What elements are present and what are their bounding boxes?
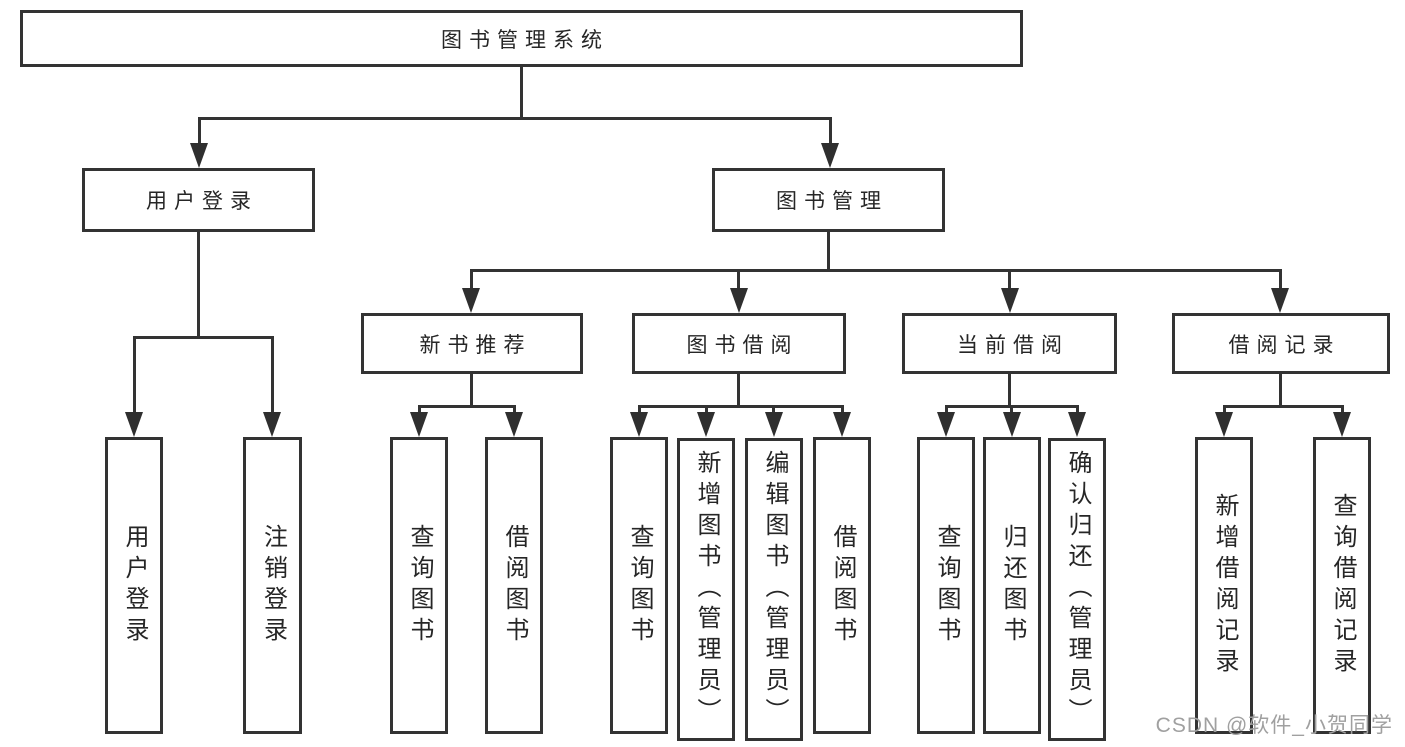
node-borrow-records: 借阅记录 bbox=[1172, 313, 1390, 374]
connector-line bbox=[1010, 405, 1013, 415]
connector-line bbox=[198, 117, 201, 145]
arrow-down-icon bbox=[1215, 412, 1233, 437]
leaf-label: 查询图书 bbox=[406, 523, 433, 648]
connector-line bbox=[737, 269, 740, 291]
connector-line bbox=[705, 405, 708, 415]
arrow-down-icon bbox=[1271, 288, 1289, 313]
connector-line bbox=[133, 336, 136, 414]
leaf-label: 归还图书 bbox=[999, 523, 1026, 648]
connector-line bbox=[513, 405, 516, 415]
arrow-down-icon bbox=[937, 412, 955, 437]
leaf-add-borrow-record: 新增借阅记录 bbox=[1195, 437, 1253, 734]
connector-line bbox=[827, 232, 830, 271]
connector-line bbox=[1279, 269, 1282, 291]
leaf-query-borrow-record: 查询借阅记录 bbox=[1313, 437, 1371, 734]
connector-line bbox=[418, 405, 421, 415]
leaf-borrow-books: 借阅图书 bbox=[485, 437, 543, 734]
connector-line bbox=[198, 117, 832, 120]
csdn-watermark: CSDN @软件_小贺同学 bbox=[1155, 714, 1393, 737]
arrow-down-icon bbox=[505, 412, 523, 437]
node-new-book-recommend: 新书推荐 bbox=[361, 313, 583, 374]
arrow-down-icon bbox=[697, 412, 715, 437]
connector-line bbox=[470, 269, 473, 291]
leaf-logout: 注销登录 bbox=[243, 437, 302, 734]
connector-line bbox=[197, 232, 200, 338]
leaf-label: 确认归还（管理员） bbox=[1064, 450, 1091, 729]
connector-line bbox=[1341, 405, 1344, 415]
connector-line bbox=[945, 405, 948, 415]
connector-line bbox=[1279, 374, 1282, 407]
connector-line bbox=[829, 117, 832, 145]
connector-line bbox=[470, 374, 473, 407]
connector-line bbox=[841, 405, 844, 415]
arrow-down-icon bbox=[765, 412, 783, 437]
node-user-login: 用户登录 bbox=[82, 168, 315, 232]
arrow-down-icon bbox=[1333, 412, 1351, 437]
leaf-label: 借阅图书 bbox=[829, 523, 856, 648]
connector-line bbox=[271, 336, 274, 414]
leaf-label: 注销登录 bbox=[259, 523, 287, 648]
arrow-down-icon bbox=[1003, 412, 1021, 437]
leaf-label: 新增借阅记录 bbox=[1211, 492, 1238, 679]
arrow-down-icon bbox=[1068, 412, 1086, 437]
node-label: 当前借阅 bbox=[957, 333, 1069, 357]
node-label: 图书借阅 bbox=[686, 333, 799, 357]
arrow-down-icon bbox=[462, 288, 480, 313]
connector-line bbox=[1076, 405, 1079, 415]
node-current-borrow: 当前借阅 bbox=[902, 313, 1117, 374]
connector-line bbox=[737, 374, 740, 407]
connector-line bbox=[1223, 405, 1344, 408]
arrow-down-icon bbox=[125, 412, 143, 437]
arrow-down-icon bbox=[833, 412, 851, 437]
leaf-borrow-books: 借阅图书 bbox=[813, 437, 871, 734]
leaf-add-books-admin: 新增图书（管理员） bbox=[677, 438, 735, 741]
connector-line bbox=[638, 405, 844, 408]
leaf-query-books: 查询图书 bbox=[917, 437, 975, 734]
leaf-query-books: 查询图书 bbox=[610, 437, 668, 734]
leaf-query-books: 查询图书 bbox=[390, 437, 448, 734]
connector-line bbox=[772, 405, 775, 415]
arrow-down-icon bbox=[1001, 288, 1019, 313]
arrow-down-icon bbox=[730, 288, 748, 313]
node-label: 新书推荐 bbox=[419, 333, 532, 357]
leaf-label: 查询借阅记录 bbox=[1329, 492, 1356, 679]
arrow-down-icon bbox=[410, 412, 428, 437]
node-label: 借阅记录 bbox=[1228, 333, 1341, 357]
connector-line bbox=[520, 67, 523, 118]
node-book-borrow: 图书借阅 bbox=[632, 313, 846, 374]
node-label: 图书管理 bbox=[776, 190, 888, 213]
leaf-label: 查询图书 bbox=[626, 523, 653, 648]
leaf-label: 借阅图书 bbox=[501, 523, 528, 648]
connector-line bbox=[1008, 269, 1011, 291]
arrow-down-icon bbox=[821, 143, 839, 168]
arrow-down-icon bbox=[263, 412, 281, 437]
leaf-label: 新增图书（管理员） bbox=[693, 450, 720, 729]
arrow-down-icon bbox=[190, 143, 208, 168]
arrow-down-icon bbox=[630, 412, 648, 437]
leaf-user-login: 用户登录 bbox=[105, 437, 163, 734]
node-label: 图书管理系统 bbox=[441, 28, 609, 52]
node-root-system: 图书管理系统 bbox=[20, 10, 1023, 67]
connector-line bbox=[133, 336, 274, 339]
leaf-label: 查询图书 bbox=[933, 523, 960, 648]
connector-line bbox=[638, 405, 641, 415]
connector-line bbox=[1223, 405, 1226, 415]
leaf-return-books: 归还图书 bbox=[983, 437, 1041, 734]
connector-line bbox=[470, 269, 1282, 272]
leaf-edit-books-admin: 编辑图书（管理员） bbox=[745, 438, 803, 741]
node-book-management: 图书管理 bbox=[712, 168, 945, 232]
node-label: 用户登录 bbox=[146, 190, 258, 213]
connector-line bbox=[1008, 374, 1011, 407]
connector-line bbox=[418, 405, 516, 408]
leaf-label: 用户登录 bbox=[121, 523, 148, 648]
leaf-confirm-return-admin: 确认归还（管理员） bbox=[1048, 438, 1106, 741]
leaf-label: 编辑图书（管理员） bbox=[761, 450, 788, 729]
